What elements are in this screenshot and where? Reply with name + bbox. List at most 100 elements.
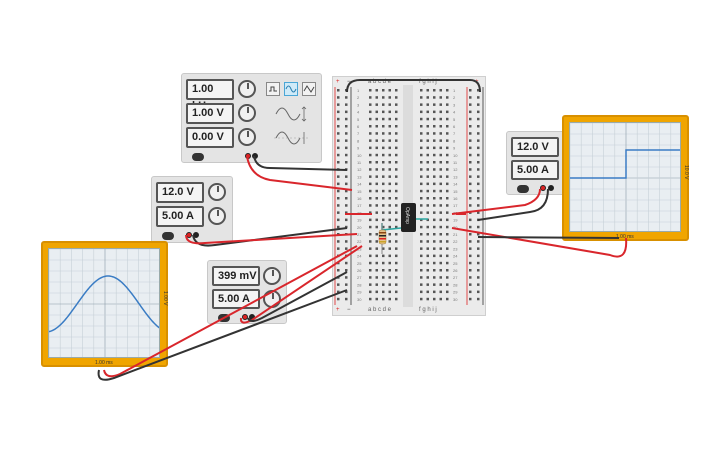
rail-hole[interactable] (477, 110, 480, 114)
frequency-display[interactable]: 1.00 kHz (186, 79, 234, 112)
breadboard-hole[interactable] (369, 247, 372, 250)
breadboard-hole[interactable] (395, 110, 398, 114)
square-wave-button[interactable] (266, 82, 280, 96)
breadboard-hole[interactable] (395, 254, 398, 258)
breadboard-hole[interactable] (426, 168, 430, 171)
power-toggle[interactable] (192, 153, 204, 161)
breadboard-hole[interactable] (388, 233, 392, 236)
breadboard-hole[interactable] (375, 146, 379, 150)
breadboard-hole[interactable] (433, 175, 436, 178)
breadboard-hole[interactable] (395, 276, 398, 279)
breadboard-hole[interactable] (369, 146, 372, 150)
breadboard-hole[interactable] (375, 218, 379, 222)
breadboard-hole[interactable] (395, 103, 398, 106)
opamp-chip[interactable]: OpAmp (401, 203, 416, 232)
breadboard-hole[interactable] (382, 276, 385, 279)
rail-hole[interactable] (469, 117, 472, 121)
breadboard-hole[interactable] (375, 254, 379, 258)
rail-hole[interactable] (337, 153, 340, 157)
amplitude-display[interactable]: 1.00 V (186, 103, 234, 124)
voltage-display[interactable]: 12.0 V (511, 137, 559, 157)
breadboard-hole[interactable] (420, 297, 423, 301)
breadboard-hole[interactable] (375, 297, 379, 301)
rail-hole[interactable] (337, 189, 340, 193)
rail-hole[interactable] (337, 168, 340, 171)
rail-hole[interactable] (469, 261, 472, 265)
rail-hole[interactable] (345, 269, 348, 272)
rail-hole[interactable] (337, 283, 340, 286)
rail-hole[interactable] (477, 103, 480, 106)
rail-hole[interactable] (345, 233, 348, 236)
breadboard-hole[interactable] (433, 96, 436, 99)
breadboard-hole[interactable] (388, 297, 392, 301)
breadboard-hole[interactable] (420, 96, 423, 99)
breadboard-hole[interactable] (426, 290, 430, 294)
breadboard-hole[interactable] (395, 290, 398, 294)
power-toggle[interactable] (517, 185, 529, 193)
rail-hole[interactable] (337, 297, 340, 301)
breadboard-hole[interactable] (420, 89, 423, 92)
breadboard-hole[interactable] (426, 189, 430, 193)
breadboard-hole[interactable] (433, 189, 436, 193)
breadboard-hole[interactable] (388, 110, 392, 114)
breadboard-hole[interactable] (369, 240, 372, 243)
breadboard-hole[interactable] (375, 233, 379, 236)
breadboard-hole[interactable] (446, 153, 449, 157)
breadboard-hole[interactable] (426, 175, 430, 178)
breadboard-hole[interactable] (382, 204, 385, 207)
breadboard-hole[interactable] (446, 290, 449, 294)
negative-terminal[interactable] (252, 153, 258, 159)
rail-hole[interactable] (469, 254, 472, 258)
breadboard-hole[interactable] (439, 297, 443, 301)
rail-hole[interactable] (469, 276, 472, 279)
breadboard-hole[interactable] (446, 96, 449, 99)
breadboard-hole[interactable] (395, 261, 398, 265)
breadboard-hole[interactable] (369, 211, 372, 214)
breadboard-hole[interactable] (439, 89, 443, 92)
negative-terminal[interactable] (548, 185, 554, 191)
breadboard-hole[interactable] (439, 254, 443, 258)
breadboard-hole[interactable] (446, 103, 449, 106)
breadboard-hole[interactable] (420, 189, 423, 193)
breadboard-hole[interactable] (369, 153, 372, 157)
breadboard-hole[interactable] (433, 182, 436, 186)
rail-hole[interactable] (469, 96, 472, 99)
rail-hole[interactable] (477, 254, 480, 258)
breadboard-hole[interactable] (439, 211, 443, 214)
breadboard-hole[interactable] (388, 146, 392, 150)
positive-terminal[interactable] (186, 232, 192, 238)
rail-hole[interactable] (345, 197, 348, 200)
breadboard-hole[interactable] (426, 297, 430, 301)
breadboard-hole[interactable] (388, 139, 392, 142)
breadboard-hole[interactable] (375, 117, 379, 121)
rail-hole[interactable] (337, 225, 340, 229)
rail-hole[interactable] (469, 290, 472, 294)
rail-hole[interactable] (345, 89, 348, 92)
breadboard-hole[interactable] (420, 218, 423, 222)
rail-hole[interactable] (345, 117, 348, 121)
rail-hole[interactable] (337, 218, 340, 222)
rail-hole[interactable] (337, 132, 340, 135)
rail-hole[interactable] (469, 110, 472, 114)
breadboard-hole[interactable] (388, 103, 392, 106)
rail-hole[interactable] (477, 297, 480, 301)
breadboard-hole[interactable] (382, 290, 385, 294)
breadboard-hole[interactable] (439, 182, 443, 186)
breadboard-hole[interactable] (369, 297, 372, 301)
breadboard-hole[interactable] (433, 233, 436, 236)
breadboard-hole[interactable] (395, 117, 398, 121)
breadboard-hole[interactable] (433, 168, 436, 171)
rail-hole[interactable] (477, 125, 480, 128)
rail-hole[interactable] (345, 110, 348, 114)
breadboard-hole[interactable] (395, 139, 398, 142)
breadboard-hole[interactable] (439, 125, 443, 128)
breadboard-hole[interactable] (433, 247, 436, 250)
breadboard-hole[interactable] (388, 247, 392, 250)
breadboard-hole[interactable] (369, 283, 372, 286)
breadboard-hole[interactable] (382, 146, 385, 150)
breadboard-hole[interactable] (382, 240, 385, 243)
breadboard-hole[interactable] (439, 110, 443, 114)
breadboard-hole[interactable] (433, 161, 436, 164)
breadboard-hole[interactable] (375, 283, 379, 286)
breadboard-hole[interactable] (426, 146, 430, 150)
